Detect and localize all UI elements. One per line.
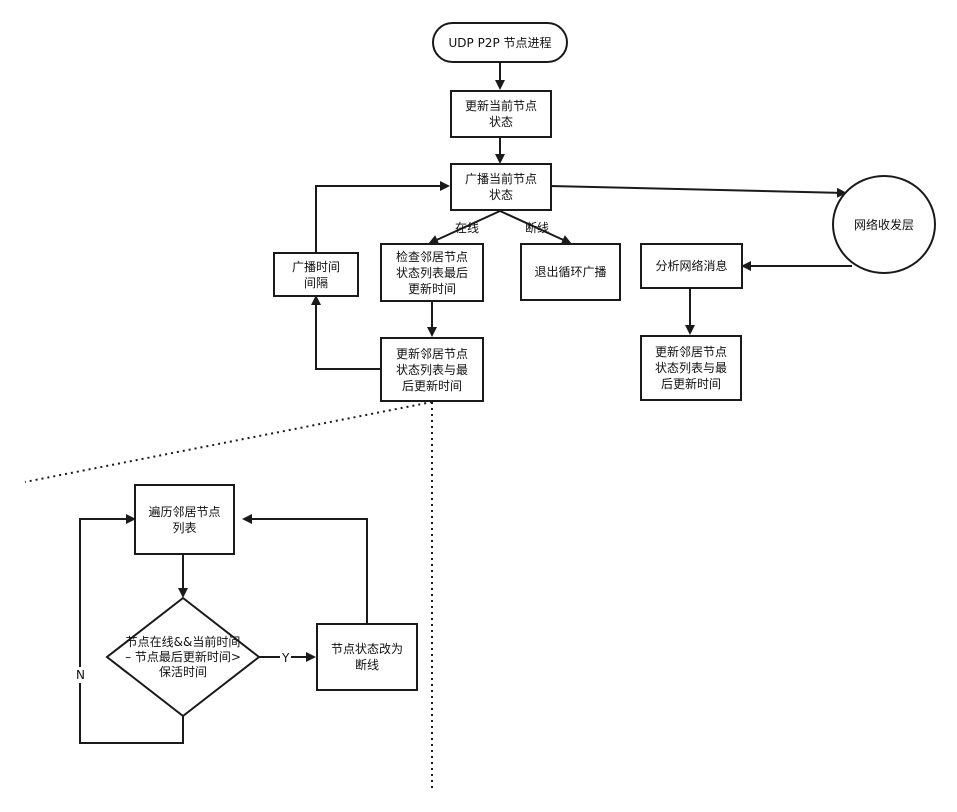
update-state-node: 更新当前节点 状态 [450, 90, 552, 138]
exit-loop-node: 退出循环广播 [520, 243, 621, 301]
edge-label-offline: 断线 [525, 221, 550, 235]
zoom-guide-diagonal [24, 401, 433, 483]
edge-label-yes: Y [280, 650, 292, 666]
edge-decision-no-to-traverse [79, 514, 184, 744]
broadcast-interval-node: 广播时间 间隔 [273, 252, 359, 297]
update-neighbors-left-node: 更新邻居节点 状态列表与最 后更新时间 [380, 337, 484, 402]
edge-broadcast-to-exit [499, 210, 572, 245]
broadcast-state-node: 广播当前节点 状态 [450, 163, 552, 211]
check-neighbors-node: 检查邻居节点 状态列表最后 更新时间 [380, 243, 484, 302]
edge-update-left-to-interval [311, 295, 380, 370]
network-layer-node: 网络收发层 [832, 175, 936, 274]
set-offline-node: 节点状态改为 断线 [316, 623, 418, 691]
edge-set-offline-to-traverse [242, 514, 368, 623]
update-neighbors-right-node: 更新邻居节点 状态列表与最 后更新时间 [640, 335, 742, 401]
decision-node-text: 节点在线&&当前时间 – 节点最后更新时间> 保活时间 [125, 634, 241, 679]
analyze-message-node: 分析网络消息 [640, 243, 743, 289]
edge-label-online: 在线 [455, 221, 480, 235]
edge-broadcast-to-network [549, 185, 847, 198]
decision-diamond [105, 596, 261, 718]
edge-broadcast-to-check [428, 210, 501, 245]
traverse-list-node: 遍历邻居节点 列表 [134, 484, 235, 555]
edge-label-no: N [74, 667, 87, 683]
edge-interval-to-broadcast [315, 181, 450, 252]
start-node: UDP P2P 节点进程 [432, 22, 568, 63]
